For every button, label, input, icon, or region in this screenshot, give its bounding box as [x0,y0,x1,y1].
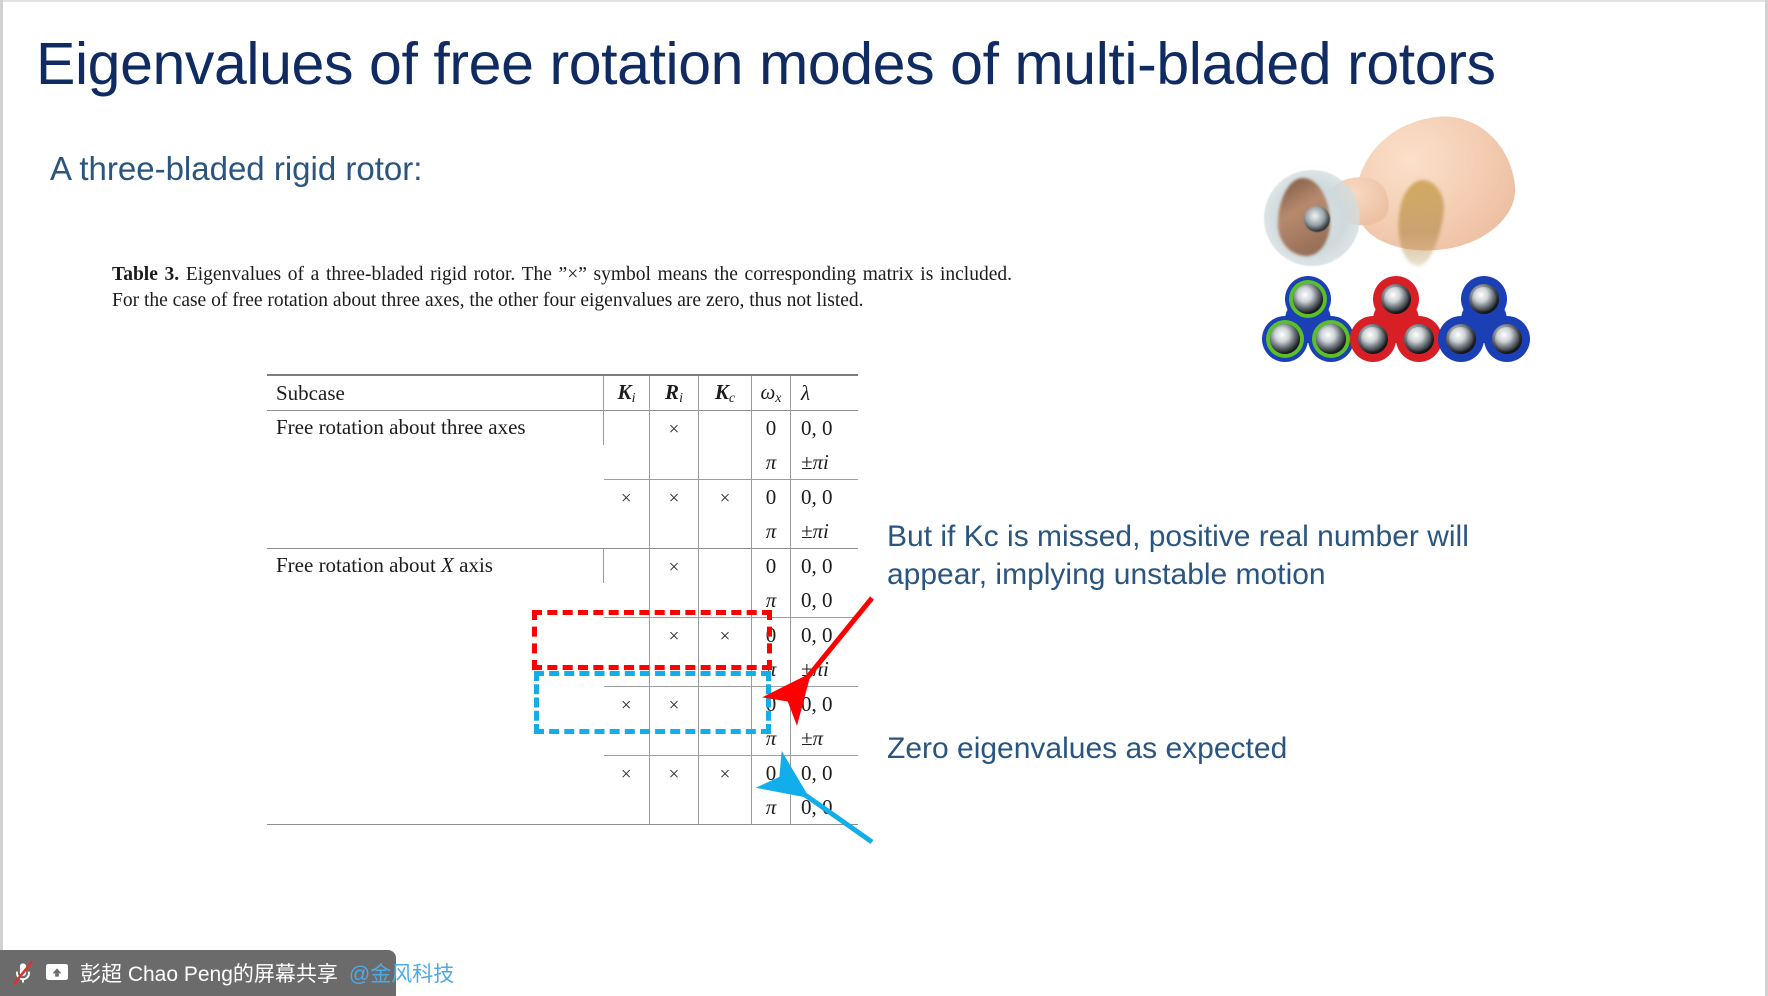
table-caption-text: Eigenvalues of a three-bladed rigid roto… [112,264,1012,311]
microphone-muted-icon[interactable] [12,960,34,986]
header-lambda: λ [790,375,858,411]
screen-share-icon[interactable] [45,963,69,983]
cell-kc [698,583,752,618]
cell-ki [604,583,650,618]
slide-subtitle: A three-bladed rigid rotor: [50,150,423,187]
cell-ri: × [649,617,699,652]
cell-ri: × [649,548,699,583]
cell-omega: 0 [751,410,791,445]
eigenvalue-table-wrapper: Subcase Ki Ri Kc ωx λ Free rotation abou… [267,374,858,825]
cell-ki [603,410,650,445]
spinner-red [1350,276,1442,364]
cell-kc [698,445,752,480]
cell-ki [604,652,650,687]
annotation-unstable-note: But if Kc is missed, positive real numbe… [887,520,1469,591]
cell-ri [649,652,699,687]
cell-ki [604,721,650,756]
cell-ri [649,583,699,618]
screen-share-label: 彭超 Chao Peng的屏幕共享 [80,963,338,986]
cell-omega: π [751,721,791,756]
cell-omega: 0 [751,755,791,790]
table-block: Table 3. Eigenvalues of a three-bladed r… [112,262,1022,825]
cell-ri: × [649,410,699,445]
table-row: × × × 0 0, 0 [267,479,858,514]
subcase-x-text: Free rotation about X axis [276,553,493,577]
cell-omega: 0 [751,686,791,721]
cell-omega: π [751,514,791,549]
header-kc: Kc [698,375,752,411]
table-row-highlight-red: π ±π [267,721,858,756]
cell-lambda: 0, 0 [790,583,858,618]
cell-ri: × [649,479,699,514]
cell-kc: × [698,755,752,790]
cell-kc [698,790,752,825]
cell-kc: × [698,479,752,514]
cell-lambda: 0, 0 [790,686,858,721]
cell-kc [698,548,752,583]
cell-lambda: ±π [790,721,858,756]
cell-ki: × [620,763,632,785]
cell-ki: × [620,487,632,509]
fidget-spinner-photo [1258,107,1530,373]
spinner-blue [1438,276,1530,364]
table-row: Free rotation about three axes × 0 0, 0 [267,410,858,445]
header-ri: Ri [649,375,699,411]
cell-ki [604,514,650,549]
cell-ki: × [620,694,632,716]
page-title: Eigenvalues of free rotation modes of mu… [36,31,1496,97]
cell-omega: π [751,790,791,825]
cell-omega: 0 [751,548,791,583]
cell-ri [649,790,699,825]
table-row: π ±πi [267,514,858,549]
cell-kc: × [698,617,752,652]
cell-kc [698,686,752,721]
cell-ki [604,445,650,480]
cell-lambda: 0, 0 [790,410,858,445]
cell-lambda: 0, 0 [790,617,858,652]
cell-ki [604,790,650,825]
cell-kc [698,652,752,687]
cell-omega: 0 [751,617,791,652]
cell-ki [603,548,650,583]
cell-ri [649,721,699,756]
header-ki: Ki [603,375,650,411]
cell-ri [649,445,699,480]
cell-ri: × [649,755,699,790]
screen-share-bar[interactable]: 彭超 Chao Peng的屏幕共享 @金风科技 [0,950,454,996]
table-caption-label: Table 3. [112,264,180,285]
cell-omega: 0 [751,479,791,514]
cell-omega: π [751,652,791,687]
table-row: π ±πi [267,445,858,480]
spinner-blue-green [1262,276,1354,364]
cell-ki [604,618,650,653]
cell-lambda: ±πi [790,514,858,549]
annotation-zero-note: Zero eigenvalues as expected [887,732,1288,765]
table-row: Free rotation about X axis × 0 0, 0 [267,548,858,583]
cell-lambda: ±πi [790,652,858,687]
eigenvalue-table: Subcase Ki Ri Kc ωx λ Free rotation abou… [267,374,858,825]
screen-edge-right [1765,0,1768,996]
cell-lambda: 0, 0 [790,755,858,790]
table-header-row: Subcase Ki Ri Kc ωx λ [267,375,858,411]
cell-lambda: 0, 0 [790,790,858,825]
cell-omega: π [751,583,791,618]
header-omega-x: ωx [751,375,791,411]
header-subcase: Subcase [276,380,345,405]
cell-kc [698,721,752,756]
cell-lambda: 0, 0 [790,479,858,514]
table-caption: Table 3. Eigenvalues of a three-bladed r… [112,262,1012,313]
screen-edge-top [0,0,1768,2]
cell-omega: π [751,445,791,480]
cell-ri [649,514,699,549]
cell-lambda: ±πi [790,445,858,480]
cell-subcase-three-axes: Free rotation about three axes [276,415,526,439]
screen-share-org: @金风科技 [348,963,455,986]
thumb-spinner-blur [1264,170,1360,266]
cell-lambda: 0, 0 [790,548,858,583]
cell-subcase-x-axis: Free rotation about X axis [267,549,604,825]
screen-edge-left [0,0,3,996]
cell-ri: × [649,686,699,721]
cell-kc [698,514,752,549]
cell-kc [698,410,752,445]
